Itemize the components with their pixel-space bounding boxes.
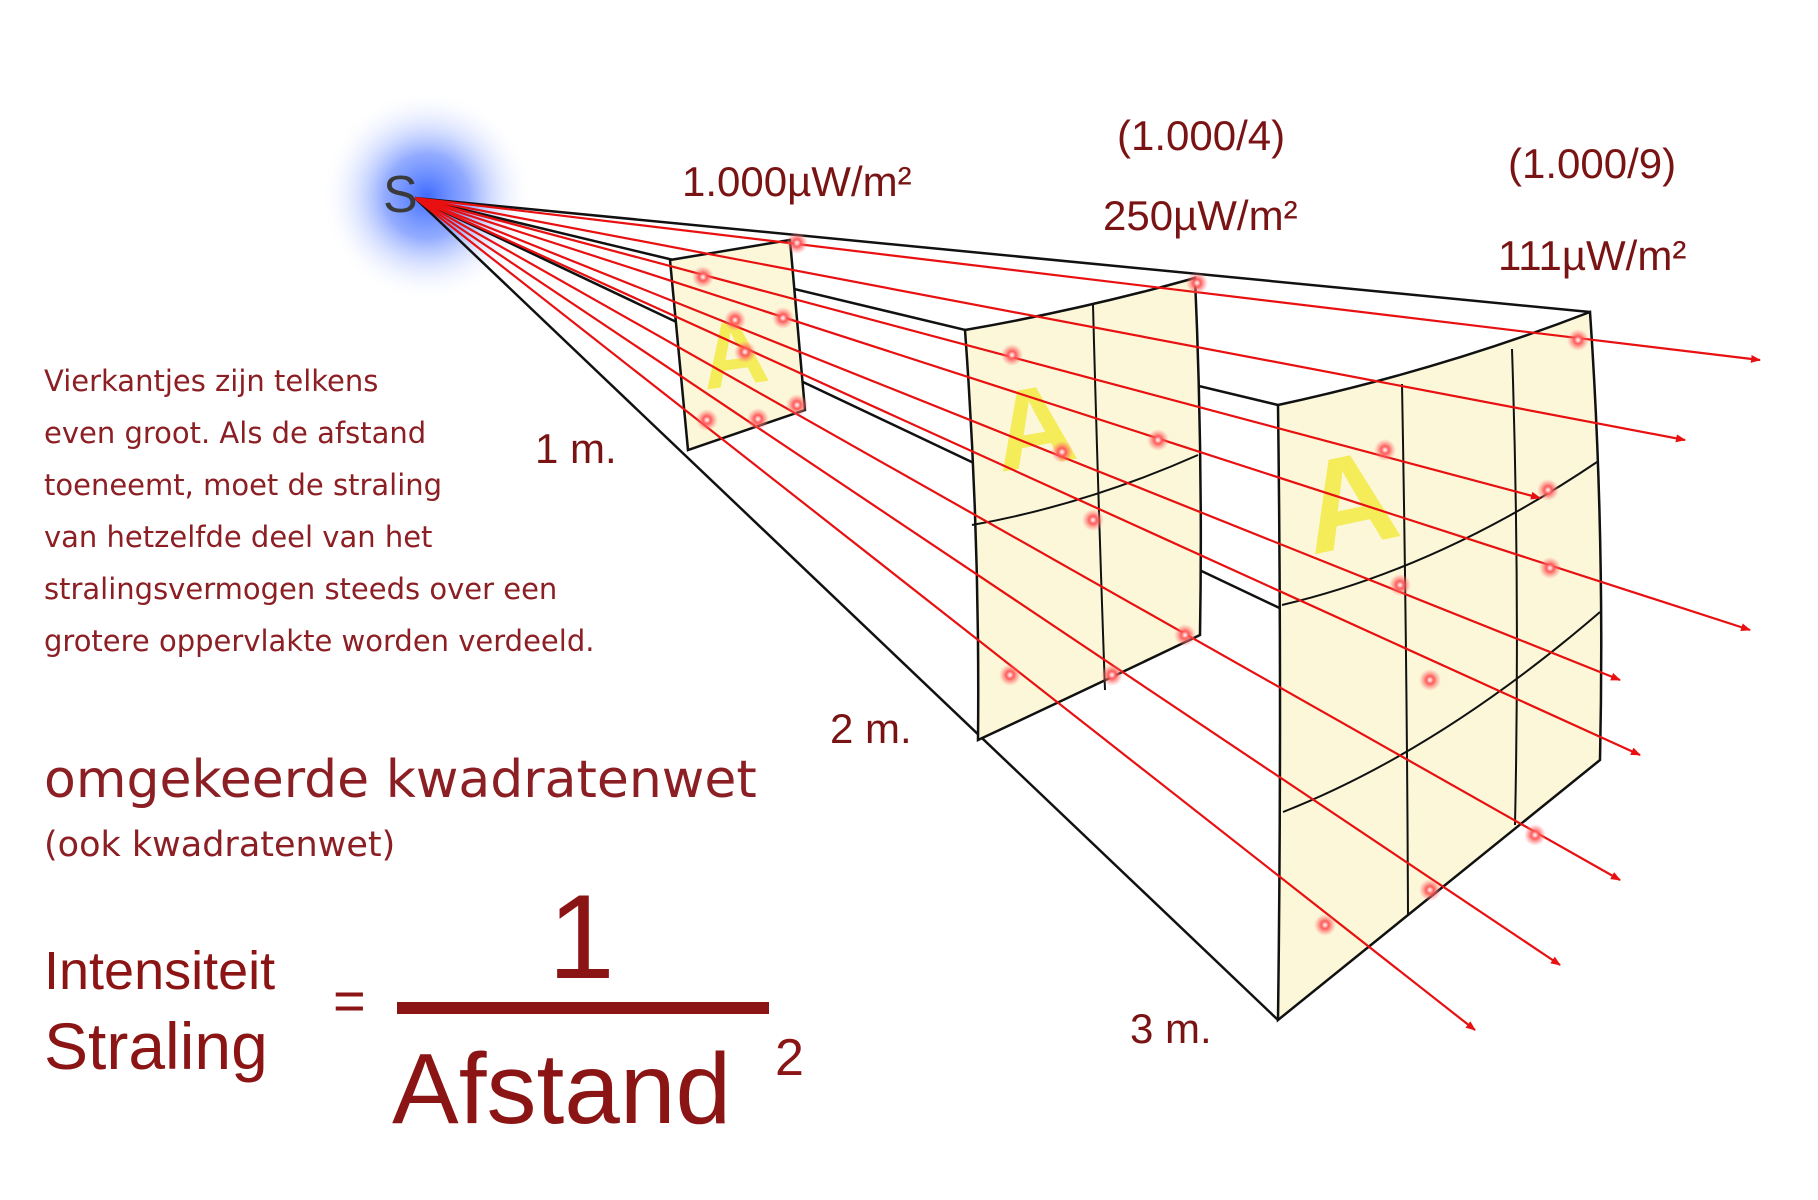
radiation-rays — [414, 196, 1761, 1031]
ray-hit-point — [1101, 664, 1123, 686]
formula-denominator: Afstand — [392, 1033, 732, 1145]
law-title: omgekeerde kwadratenwet — [44, 750, 757, 810]
description-line: Vierkantjes zijn telkens — [44, 364, 379, 398]
description-line: stralingsvermogen steeds over een — [44, 572, 558, 606]
ray-hit-point — [1539, 557, 1561, 579]
radiation-ray — [414, 196, 1686, 443]
ray-hit-point — [747, 408, 769, 430]
ray-hit-point — [1389, 574, 1411, 596]
ray-hit-point — [1082, 509, 1104, 531]
ray-hit-point — [999, 664, 1021, 686]
formula-lhs-line2: Straling — [44, 1009, 268, 1083]
ray-hit-point — [1419, 669, 1441, 691]
ray-hit-point — [772, 307, 794, 329]
radiation-ray — [414, 196, 1621, 682]
intensity-1m-value: 1.000µW/m² — [682, 158, 912, 205]
ray-hit-point — [1567, 329, 1589, 351]
ray-hit-point — [1051, 441, 1073, 463]
ray-hit-point — [1174, 624, 1196, 646]
light-source-glow — [321, 90, 533, 302]
intensity-3m-fraction: (1.000/9) — [1508, 140, 1677, 187]
panel-2m: A — [963, 276, 1203, 742]
ray-hit-point — [724, 309, 746, 331]
radiation-ray — [414, 196, 1541, 500]
law-subtitle: (ook kwadratenwet) — [44, 825, 396, 865]
ray-hit-point — [1419, 879, 1441, 901]
ray-hit-point — [1001, 344, 1023, 366]
radiation-ray — [414, 196, 1641, 757]
source-label: S — [383, 166, 418, 224]
ray-hit-point — [1314, 914, 1336, 936]
ray-hit-point — [692, 266, 714, 288]
ray-hit-point — [786, 394, 808, 416]
formula-equals: = — [333, 969, 366, 1032]
description-line: van hetzelfde deel van het — [44, 520, 433, 554]
intensity-2m-fraction: (1.000/4) — [1117, 112, 1286, 159]
intensity-3m-value: 111µW/m² — [1498, 232, 1687, 279]
distance-label-3m: 3 m. — [1130, 1005, 1212, 1052]
description-line: grotere oppervlakte worden verdeeld. — [44, 624, 595, 658]
ray-hit-point — [1524, 824, 1546, 846]
ray-hit-points — [692, 232, 1589, 936]
formula-numerator: 1 — [548, 870, 615, 1004]
description-text: Vierkantjes zijn telkens even groot. Als… — [44, 355, 684, 667]
ray-hit-point — [1537, 479, 1559, 501]
distance-label-2m: 2 m. — [830, 705, 912, 752]
radiation-ray — [414, 197, 1561, 966]
intensity-2m-value: 250µW/m² — [1103, 192, 1298, 239]
ray-hit-point — [696, 409, 718, 431]
radiation-ray — [414, 197, 1476, 1031]
formula-lhs-line1: Intensiteit — [44, 941, 276, 1001]
ray-hit-point — [734, 341, 756, 363]
description-line: toeneemt, moet de straling — [44, 468, 443, 502]
ray-hit-point — [1147, 429, 1169, 451]
formula-exponent: 2 — [775, 1029, 804, 1087]
description-line: even groot. Als de afstand — [44, 416, 427, 450]
ray-hit-point — [786, 232, 808, 254]
radiation-ray — [414, 196, 1751, 632]
distance-label-1m: 1 m. — [535, 425, 617, 472]
radiation-ray — [414, 196, 1761, 363]
fraction-bar — [397, 1002, 769, 1014]
ray-hit-point — [1374, 439, 1396, 461]
ray-hit-point — [1186, 272, 1208, 294]
radiation-ray — [414, 197, 1621, 881]
